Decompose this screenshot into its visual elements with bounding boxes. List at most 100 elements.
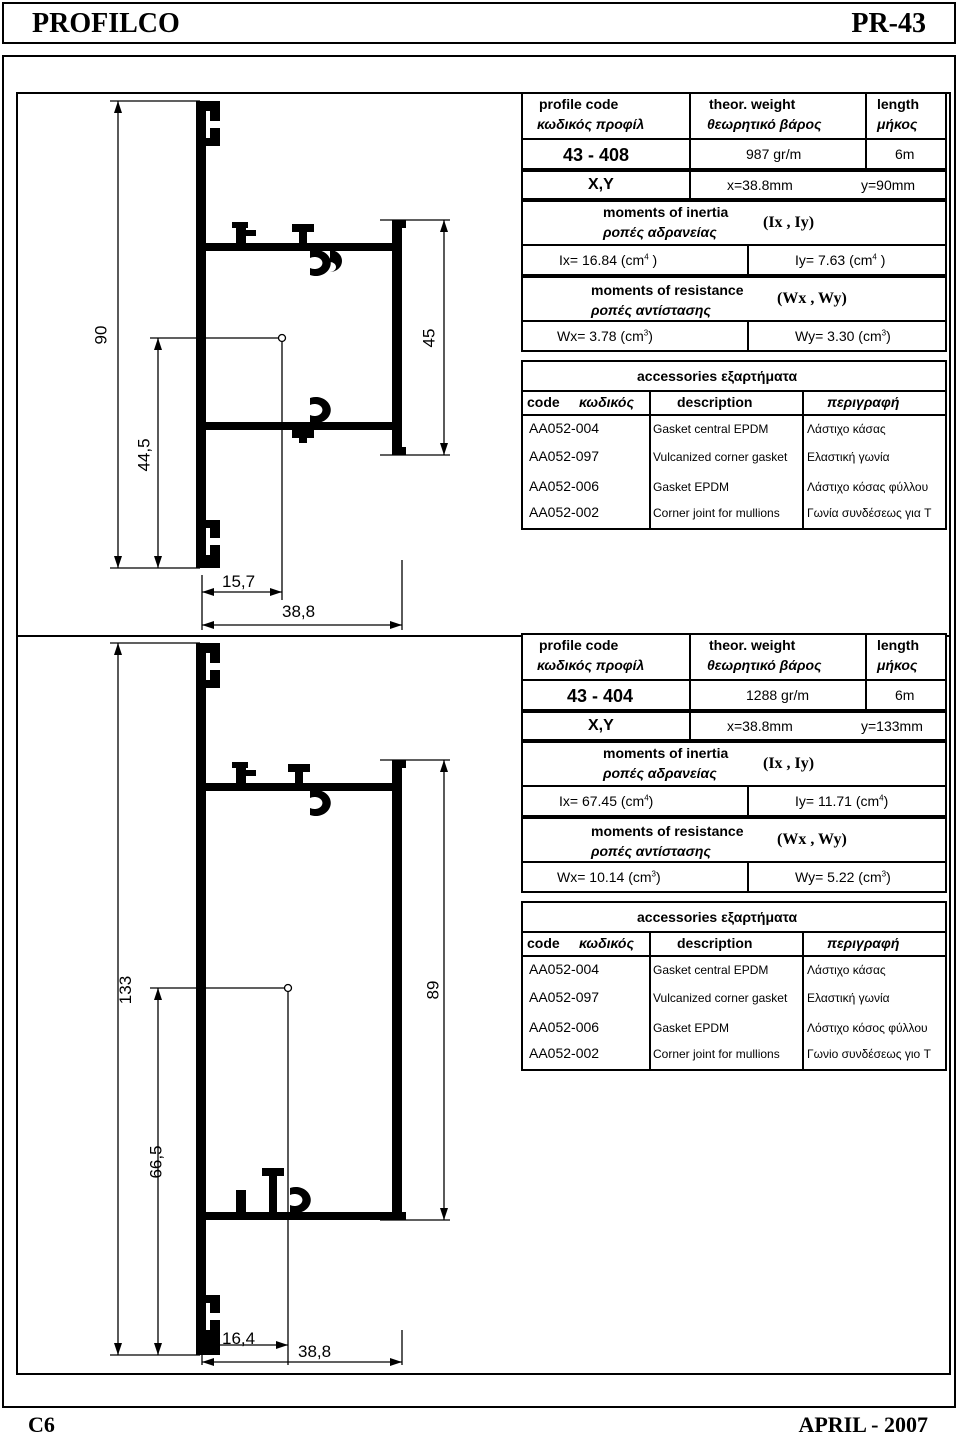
length-value: 6m [895,146,915,162]
outer-frame [2,55,956,1408]
label-text: theor. weight [709,637,796,653]
accessory-desc-gr: Λάστιχο κάσας [807,422,886,436]
accessories-table: code κωδικός description περιγραφή AA052… [521,390,947,530]
dim-half-404: 89 [423,980,443,1000]
label-text: theor. weight [709,96,796,112]
label-text: μήκος [877,657,918,673]
wx-value: Wx= 3.78 (cm [557,328,644,344]
profile-code-value: 43 - 404 [567,686,634,706]
wx-value: Wx= 10.14 (cm [557,869,652,885]
header-weight: theor. weight θεωρητικό βάρος [689,633,867,681]
label-text: moments of resistance [591,282,744,298]
weight-value: 1288 gr/m [746,687,810,703]
accessory-code: AA052-002 [529,504,600,520]
length-value: 6m [895,687,915,703]
label-text: X,Y [588,717,614,734]
label-text: X,Y [588,176,614,193]
dim-width-404: 38,8 [298,1342,332,1361]
inertia-header: moments of inertia ροπές αδρανείας (Ix ,… [521,741,947,787]
dim-offset-408: 15,7 [222,572,256,591]
accessory-code: AA052-097 [529,989,600,1005]
label-text: length [877,637,919,653]
section-divider [18,635,949,637]
dim-total-404: 133 [116,975,136,1005]
dim-total-408: 90 [91,325,111,345]
header-profile-code: profile code κωδικός προφίλ [521,633,691,681]
label-text: length [877,96,919,112]
dim-lower-404: 66,5 [146,1145,166,1179]
label-text: description [677,935,753,951]
dim-offset-404: 16,4 [222,1329,256,1348]
resistance-header: moments of resistance ροπές αντίστασης (… [521,817,947,863]
accessories-title: accessories εξαρτήματα [521,360,947,392]
label-text: (Ix , Iy) [763,214,815,231]
label-text: moments of inertia [603,204,729,220]
iy-value: Iy= 11.71 (cm [795,793,880,809]
accessory-desc-gr: Ελαστική γωνία [807,991,890,1005]
accessory-desc: Corner joint for mullions [653,506,780,520]
wy-value: Wy= 3.30 (cm [795,328,882,344]
accessory-code: AA052-006 [529,1019,600,1035]
brand-name: PROFILCO [32,8,180,39]
label-text: code [527,394,560,410]
profile-404-section [196,643,406,1355]
label-text: κωδικός προφίλ [537,657,645,673]
label-text: profile code [539,637,619,653]
label-text: περιγραφή [827,935,900,951]
label-text: moments of resistance [591,823,744,839]
resistance-header: moments of resistance ροπές αντίστασης (… [521,276,947,322]
header-profile-code: profile code κωδικός προφίλ [521,92,691,140]
accessory-desc: Vulcanized corner gasket [653,450,788,464]
drawing-frame [16,92,951,1375]
label-text: κωδικός [579,935,634,951]
publication-date: APRIL - 2007 [798,1412,928,1437]
y-value: y=133mm [861,718,923,734]
dim-width-408: 38,8 [282,602,316,621]
profile-408-section [196,101,406,568]
label-text: ροπές αντίστασης [591,302,711,318]
label-text: περιγραφή [827,394,900,410]
header-weight: theor. weight θεωρητικό βάρος [689,92,867,140]
y-value: y=90mm [861,177,916,193]
label-text: μήκος [877,116,918,132]
label-text: ροπές αδρανείας [603,765,717,781]
series-code: PR-43 [851,8,926,39]
dim-lower-408: 44,5 [134,438,154,472]
page-header: PROFILCO PR-43 [2,2,956,44]
accessory-desc: Gasket EPDM [653,1021,730,1035]
label-text: profile code [539,96,619,112]
profile-code-value: 43 - 408 [563,145,630,165]
x-value: x=38.8mm [727,718,793,734]
weight-value: 987 gr/m [746,146,802,162]
label-text: accessories εξαρτήματα [637,909,798,925]
accessory-desc-gr: Γωνία συνδέσεως για T [807,506,932,520]
header-length: length μήκος [865,633,947,681]
accessory-code: AA052-002 [529,1045,600,1061]
wy-value: Wy= 5.22 (cm [795,869,882,885]
label-text: θεωρητικό βάρος [707,116,822,132]
label-text: (Ix , Iy) [763,755,815,772]
accessory-desc-gr: Ελαστική γωνία [807,450,890,464]
accessory-code: AA052-004 [529,420,600,436]
accessories-table: code κωδικός description περιγραφή AA052… [521,931,947,1071]
accessory-code: AA052-097 [529,448,600,464]
accessory-desc-gr: Λάστιχο κάσας [807,963,886,977]
header-length: length μήκος [865,92,947,140]
label-text: (Wx , Wy) [777,831,847,848]
label-text: (Wx , Wy) [777,290,847,307]
accessory-code: AA052-004 [529,961,600,977]
label-text: ροπές αντίστασης [591,843,711,859]
iy-value: Iy= 7.63 (cm [795,252,873,268]
accessory-desc: Gasket central EPDM [653,963,769,977]
page-number: C6 [28,1412,55,1437]
accessory-desc-gr: Λάστιχο κόσας φύλλου [807,480,929,494]
accessory-desc-gr: Γωνio συνδέσεως γιο T [807,1047,931,1061]
label-text: κωδικός [579,394,634,410]
label-text: κωδικός προφίλ [537,116,645,132]
accessories-title: accessories εξαρτήματα [521,901,947,933]
accessory-desc: Vulcanized corner gasket [653,991,788,1005]
x-value: x=38.8mm [727,177,793,193]
accessory-desc: Gasket central EPDM [653,422,769,436]
label-text: description [677,394,753,410]
label-text: moments of inertia [603,745,729,761]
